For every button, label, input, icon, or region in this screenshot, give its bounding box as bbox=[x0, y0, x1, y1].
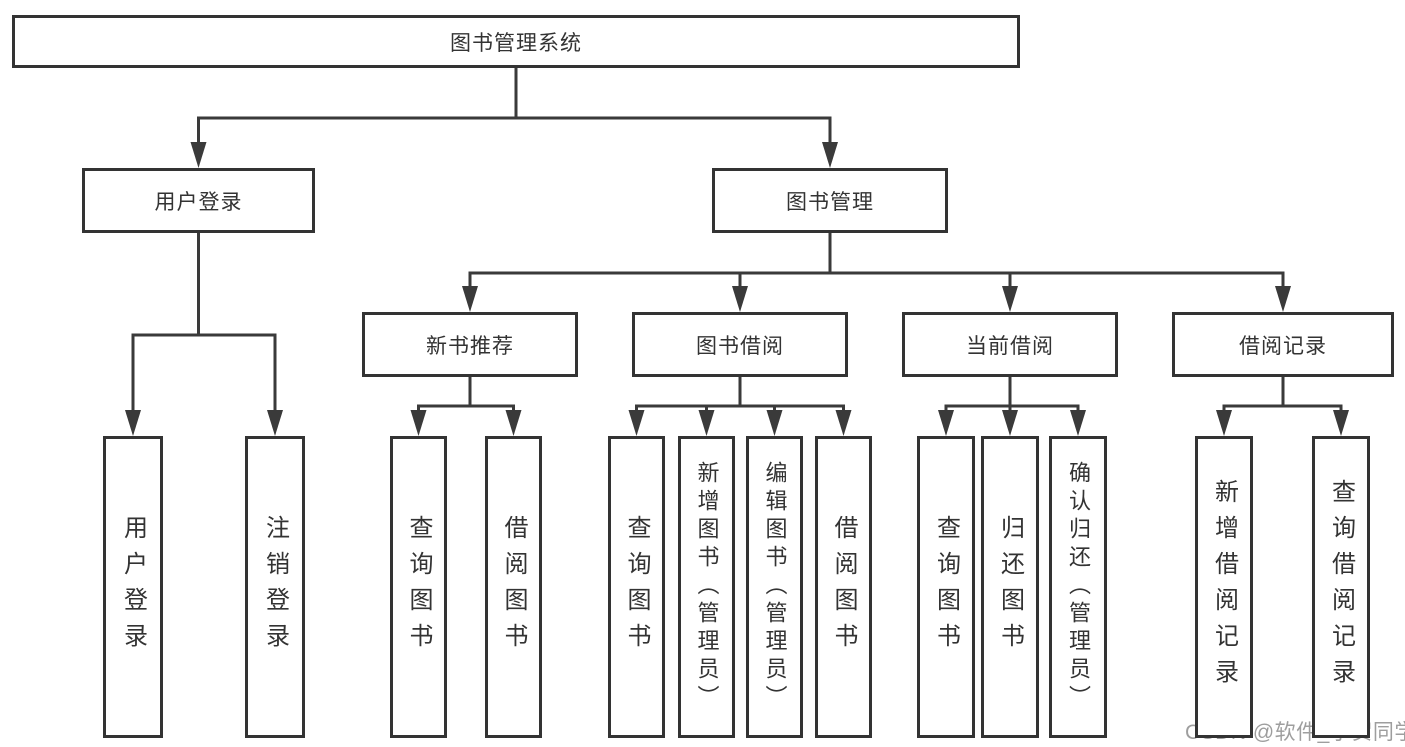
node-book-mgmt: 图书管理 bbox=[712, 168, 948, 233]
arrowhead-icon bbox=[462, 286, 478, 312]
arrowhead-icon bbox=[1275, 286, 1291, 312]
arrowhead-icon bbox=[190, 142, 207, 168]
arrowhead-icon bbox=[628, 410, 645, 436]
arrowhead-icon bbox=[732, 286, 748, 312]
arrowhead-icon bbox=[1216, 410, 1232, 436]
node-lf-return-books: 归还图书 bbox=[981, 436, 1039, 738]
node-user-login: 用户登录 bbox=[82, 168, 315, 233]
node-lf-query-books-1: 查询图书 bbox=[390, 436, 447, 738]
node-borrow-records: 借阅记录 bbox=[1172, 312, 1394, 377]
arrowhead-icon bbox=[267, 410, 283, 436]
node-lf-confirm-return: 确认归还（管理员） bbox=[1049, 436, 1107, 738]
arrowhead-icon bbox=[505, 410, 522, 436]
arrowhead-icon bbox=[698, 410, 715, 436]
arrowhead-icon bbox=[822, 142, 838, 168]
node-lf-user-login: 用户登录 bbox=[103, 436, 163, 738]
arrowhead-icon bbox=[766, 410, 783, 436]
node-lf-borrow-books-1: 借阅图书 bbox=[485, 436, 542, 738]
node-new-book-rec: 新书推荐 bbox=[362, 312, 578, 377]
node-lf-logout: 注销登录 bbox=[245, 436, 305, 738]
arrowhead-icon bbox=[410, 410, 427, 436]
node-root: 图书管理系统 bbox=[12, 15, 1020, 68]
arrowhead-icon bbox=[938, 410, 954, 436]
node-current-borrow: 当前借阅 bbox=[902, 312, 1118, 377]
arrowhead-icon bbox=[1002, 286, 1018, 312]
node-lf-borrow-books-2: 借阅图书 bbox=[815, 436, 872, 738]
arrowhead-icon bbox=[1333, 410, 1349, 436]
arrowhead-icon bbox=[125, 410, 141, 436]
arrowhead-icon bbox=[1002, 410, 1018, 436]
node-lf-add-borrow-record: 新增借阅记录 bbox=[1195, 436, 1253, 738]
node-lf-query-books-2: 查询图书 bbox=[608, 436, 665, 738]
node-lf-add-books: 新增图书（管理员） bbox=[678, 436, 735, 738]
node-book-borrow: 图书借阅 bbox=[632, 312, 848, 377]
arrowhead-icon bbox=[1070, 410, 1086, 436]
node-lf-query-books-3: 查询图书 bbox=[917, 436, 975, 738]
node-lf-edit-books: 编辑图书（管理员） bbox=[746, 436, 803, 738]
arrowhead-icon bbox=[835, 410, 852, 436]
node-lf-query-borrow-record: 查询借阅记录 bbox=[1312, 436, 1370, 738]
